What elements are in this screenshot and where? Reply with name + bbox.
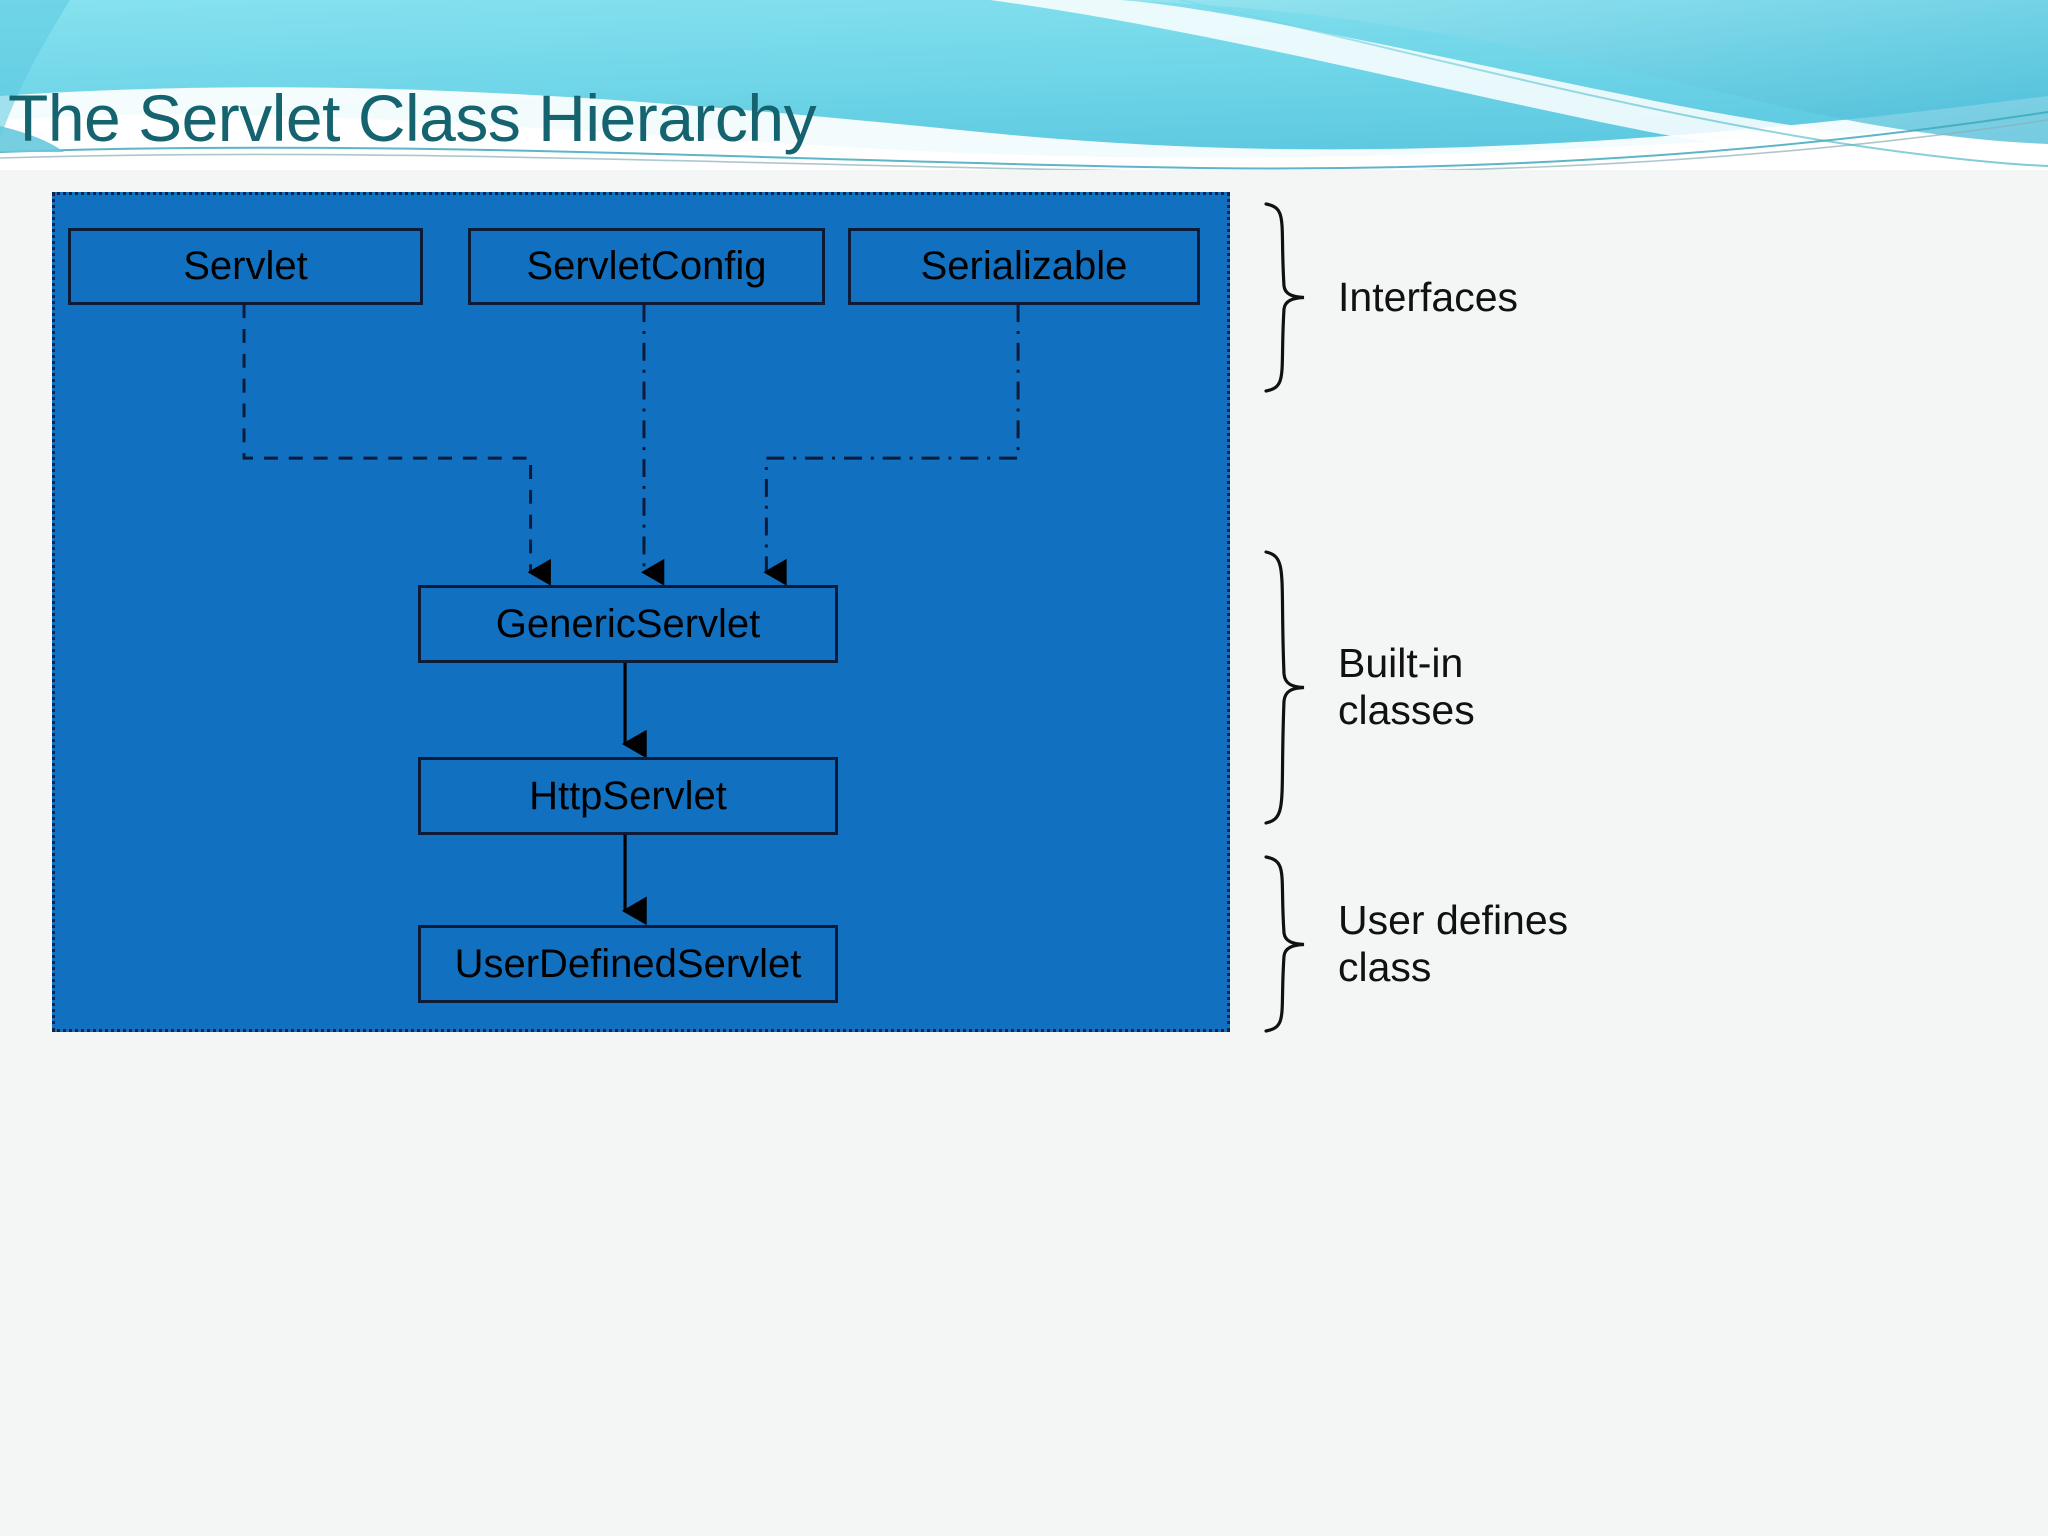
slide-body: Servlet ServletConfig Serializable Gener… [0,170,2048,1536]
bracket-label-user: User defines class [1338,897,1568,991]
bracket-label-builtin-line1: Built-in [1338,639,1464,686]
bracket-group-user: User defines class [1258,853,1568,1035]
bracket-group-interfaces: Interfaces [1258,200,1518,395]
bracket-label-builtin-line2: classes [1338,687,1475,733]
node-genericservlet[interactable]: GenericServlet [418,585,838,663]
bracket-label-user-line2: class [1338,944,1432,990]
bracket-label-user-line1: User defines [1338,896,1569,943]
node-userdefinedservlet[interactable]: UserDefinedServlet [418,925,838,1003]
curly-brace-icon [1264,202,1305,393]
slide-banner [0,0,2048,170]
edge-servlet-to-genericservlet [242,304,551,586]
class-hierarchy-diagram: Servlet ServletConfig Serializable Gener… [52,192,1230,1032]
node-servletconfig[interactable]: ServletConfig [468,228,825,305]
node-serializable[interactable]: Serializable [848,228,1200,305]
curly-brace-icon [1264,550,1305,825]
curly-brace-icon [1264,855,1305,1033]
bracket-label-builtin: Built-in classes [1338,640,1475,734]
bracket-group-builtin: Built-in classes [1258,548,1475,826]
node-httpservlet[interactable]: HttpServlet [418,757,838,835]
page-title: The Servlet Class Hierarchy [8,81,817,156]
node-servlet[interactable]: Servlet [68,228,423,305]
bracket-label-interfaces: Interfaces [1338,273,1519,320]
edge-serializable-to-genericservlet [763,304,1020,586]
